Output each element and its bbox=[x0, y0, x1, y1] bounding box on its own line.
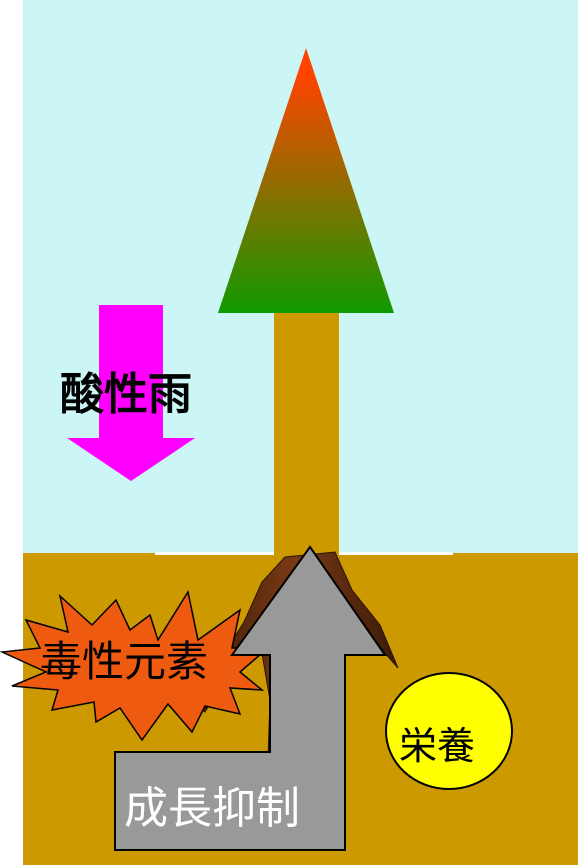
acid-rain-arrow bbox=[67, 305, 195, 481]
toxic-elements-label: 毒性元素 bbox=[40, 637, 209, 686]
acid-rain-label: 酸性雨 bbox=[60, 369, 192, 420]
growth-inhibition-label: 成長抑制 bbox=[124, 783, 300, 834]
growth-inhibition-arrow bbox=[114, 545, 387, 851]
tree-canopy bbox=[218, 48, 394, 313]
nutrients-label: 栄養 bbox=[399, 724, 476, 768]
nutrient-circle bbox=[385, 672, 513, 790]
toxic-burst bbox=[0, 590, 271, 742]
tree-trunk bbox=[274, 313, 339, 560]
